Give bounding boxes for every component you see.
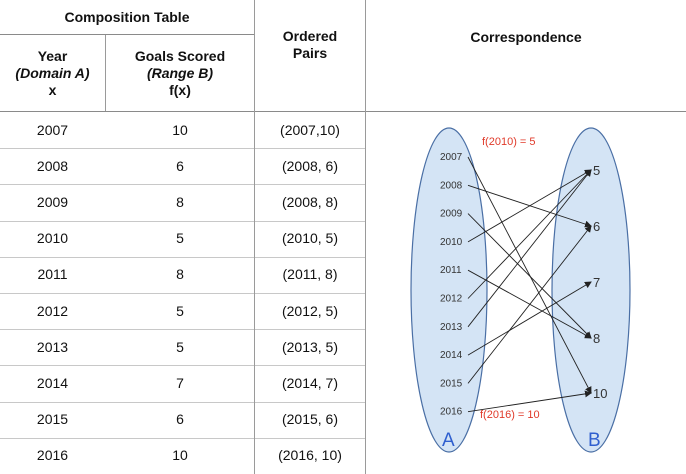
row-divider bbox=[0, 148, 365, 149]
pair-cell: (2013, 5) bbox=[281, 338, 339, 355]
mapping-arrow bbox=[467, 390, 592, 413]
goals-cell: 5 bbox=[176, 302, 184, 319]
pair-cell: (2007,10) bbox=[280, 121, 340, 138]
domain-label: 2007 bbox=[440, 152, 463, 163]
year-cell: 2008 bbox=[36, 157, 69, 174]
row-divider bbox=[0, 221, 365, 222]
goals-cell: 5 bbox=[176, 338, 184, 355]
year-cell: 2007 bbox=[36, 121, 69, 138]
goals-cell: 6 bbox=[176, 157, 184, 174]
header-rule-top bbox=[0, 34, 254, 35]
range-label: 5 bbox=[593, 163, 600, 178]
mapping-arrow bbox=[467, 281, 592, 356]
pair-cell: (2015, 6) bbox=[281, 411, 339, 428]
range-label: 10 bbox=[593, 386, 607, 401]
mapping-arrow bbox=[467, 213, 592, 339]
year-cell: 2012 bbox=[36, 302, 69, 319]
pair-cell: (2014, 7) bbox=[281, 374, 339, 391]
year-cell: 2016 bbox=[36, 447, 69, 464]
mapping-arrows bbox=[467, 156, 592, 413]
goals-cell: 10 bbox=[172, 447, 188, 464]
pair-cell: (2010, 5) bbox=[281, 230, 339, 247]
table-title: Composition Table bbox=[64, 8, 190, 25]
pair-cell: (2008, 6) bbox=[281, 157, 339, 174]
domain-label: 2008 bbox=[440, 180, 463, 191]
year-cell: 2013 bbox=[36, 338, 69, 355]
col-divider-year bbox=[105, 35, 106, 111]
range-labels: 5 6 7 8 10 bbox=[593, 163, 607, 401]
row-divider bbox=[0, 329, 365, 330]
col-divider-goals bbox=[254, 0, 255, 474]
row-divider bbox=[0, 257, 365, 258]
annotation-top: f(2010) = 5 bbox=[482, 136, 536, 148]
row-divider bbox=[0, 438, 365, 439]
year-cell: 2010 bbox=[36, 230, 69, 247]
pair-cell: (2008, 8) bbox=[281, 193, 339, 210]
pairs-header-line2: Pairs bbox=[292, 45, 328, 61]
year-cell: 2014 bbox=[36, 374, 69, 391]
year-cell: 2015 bbox=[36, 411, 69, 428]
goals-cell: 10 bbox=[172, 121, 188, 138]
domain-label: 2016 bbox=[440, 407, 463, 418]
header-rule-bottom bbox=[0, 111, 686, 112]
domain-set-ellipse bbox=[410, 127, 488, 453]
goals-header-line1: Goals Scored bbox=[134, 47, 226, 64]
row-divider bbox=[0, 293, 365, 294]
goals-cell: 8 bbox=[176, 266, 184, 283]
goals-cell: 6 bbox=[176, 411, 184, 428]
goals-cell: 8 bbox=[176, 193, 184, 210]
domain-label: 2009 bbox=[440, 209, 463, 220]
mapping-arrow bbox=[467, 169, 592, 328]
mapping-arrow bbox=[467, 225, 592, 384]
goals-cell: 5 bbox=[176, 230, 184, 247]
year-cell: 2011 bbox=[37, 266, 68, 283]
row-divider bbox=[0, 402, 365, 403]
domain-label: 2015 bbox=[440, 378, 463, 389]
annotation-bottom: f(2016) = 10 bbox=[480, 409, 540, 421]
domain-label: 2013 bbox=[440, 322, 463, 333]
pair-cell: (2012, 5) bbox=[281, 302, 339, 319]
row-divider bbox=[0, 365, 365, 366]
year-header-line3: x bbox=[48, 81, 57, 98]
range-label: 8 bbox=[593, 331, 600, 346]
range-label: 6 bbox=[593, 219, 600, 234]
pair-cell: (2011, 8) bbox=[282, 266, 338, 283]
pairs-header: Ordered Pairs bbox=[255, 20, 365, 74]
year-header: Year (Domain A) x bbox=[0, 35, 105, 111]
set-b-label: B bbox=[588, 430, 601, 451]
correspondence-header: Correspondence bbox=[470, 28, 582, 45]
mapping-arrow bbox=[467, 169, 592, 243]
domain-label: 2014 bbox=[440, 350, 463, 361]
range-set-ellipse bbox=[551, 127, 631, 453]
year-cell: 2009 bbox=[36, 193, 69, 210]
domain-label: 2012 bbox=[440, 294, 463, 305]
range-label: 7 bbox=[593, 275, 600, 290]
domain-labels: 2007 2008 2009 2010 2011 2012 2013 2014 2015 2016 bbox=[440, 152, 463, 418]
goals-cell: 7 bbox=[176, 374, 184, 391]
goals-header-line3: f(x) bbox=[169, 81, 191, 98]
mapping-arrow bbox=[467, 156, 592, 394]
domain-label: 2011 bbox=[440, 265, 462, 276]
pair-cell: (2016, 10) bbox=[278, 447, 342, 464]
year-header-line2: (Domain A) bbox=[15, 64, 90, 81]
goals-header: Goals Scored (Range B) f(x) bbox=[106, 35, 254, 111]
set-a-label: A bbox=[442, 430, 455, 451]
pairs-header-line1: Ordered bbox=[282, 28, 338, 44]
mapping-arrow bbox=[467, 169, 592, 299]
year-header-line1: Year bbox=[37, 47, 68, 64]
col-divider-pairs bbox=[365, 0, 366, 474]
domain-label: 2010 bbox=[440, 237, 463, 248]
goals-header-line2: (Range B) bbox=[146, 64, 214, 81]
row-divider bbox=[0, 184, 365, 185]
